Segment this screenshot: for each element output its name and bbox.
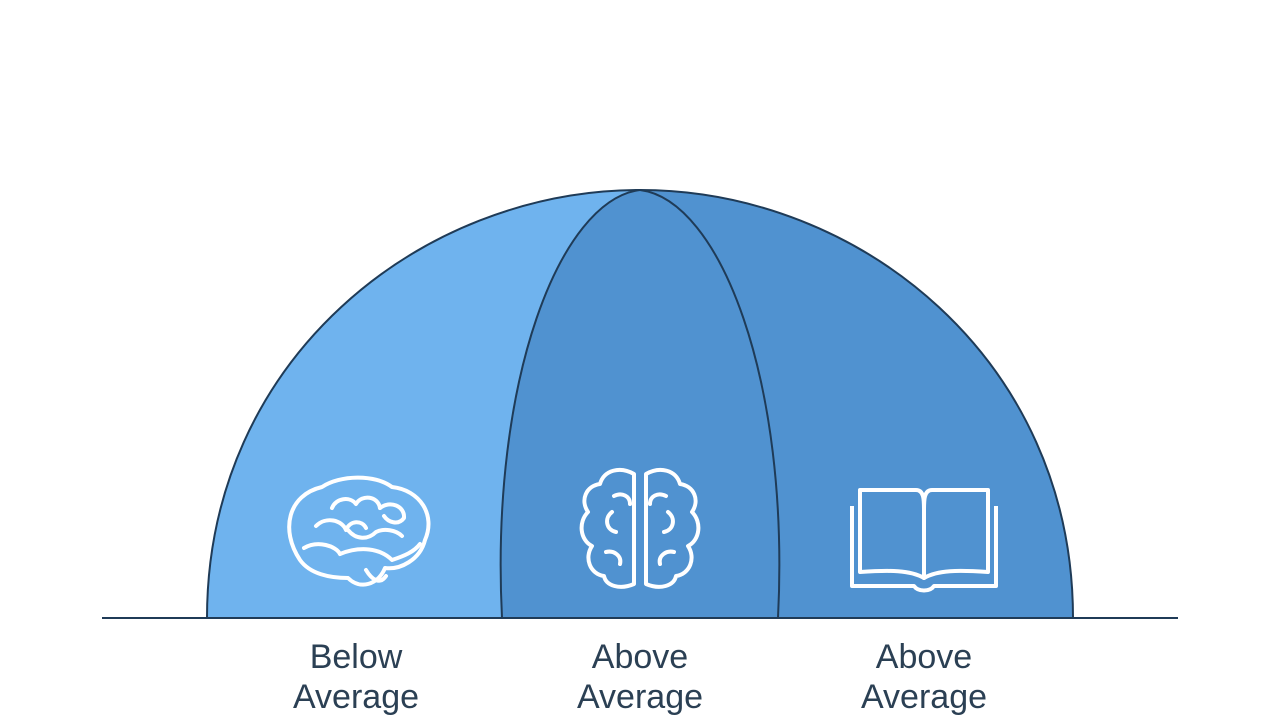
open-book-icon	[850, 488, 998, 593]
segment-above-average-right	[640, 190, 1073, 618]
divider-left	[499, 189, 641, 619]
segment-below-average	[207, 190, 640, 618]
brain-top-icon	[579, 467, 701, 589]
label-segment-3-line-2: Average	[861, 678, 987, 716]
brain-side-icon	[287, 475, 431, 587]
label-segment-1-line-2: Average	[293, 678, 419, 716]
label-above-average-right: Above Average	[861, 638, 987, 716]
label-segment-1-line-1: Below	[310, 638, 403, 676]
segment-above-average-center	[500, 190, 780, 618]
label-segment-2-line-2: Average	[577, 678, 703, 716]
label-above-average-center: Above Average	[577, 638, 703, 716]
divider-right	[639, 189, 781, 619]
label-segment-2-line-1: Above	[592, 638, 688, 676]
label-segment-3-line-1: Above	[876, 638, 972, 676]
label-below-average: Below Average	[293, 638, 419, 716]
